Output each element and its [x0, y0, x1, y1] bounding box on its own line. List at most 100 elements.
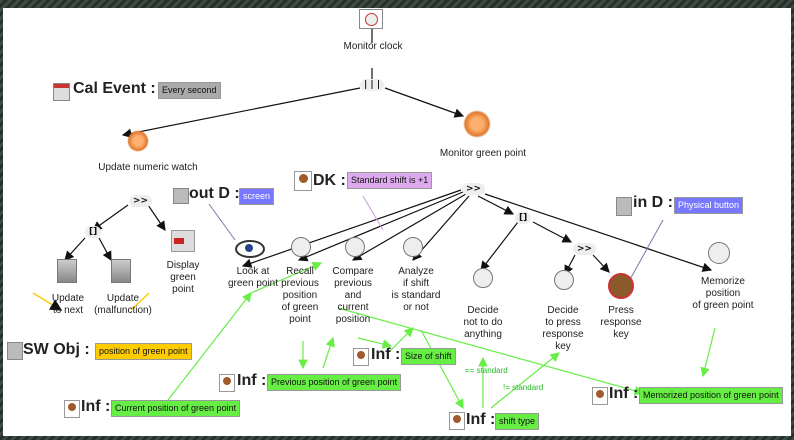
- flow-current-look: [167, 292, 252, 401]
- computer-tower-icon: [7, 342, 23, 360]
- node-memorize-position: Memorize position of green point: [692, 276, 754, 311]
- node-compare-previous: Compare previous and current position: [332, 266, 374, 325]
- calendar-icon: [53, 83, 70, 101]
- inf-shift-type-value: shift type: [495, 413, 540, 430]
- flow-analyze-type: [420, 329, 464, 410]
- node-recall-previous: Recall previous position of green point: [281, 266, 319, 325]
- out-d-value: screen: [239, 188, 275, 205]
- thought-bubble-icon: [345, 237, 365, 257]
- cal-event-label: Cal Event :: [73, 80, 156, 97]
- monitor-splash-icon: [463, 110, 491, 138]
- user-icon: [294, 171, 312, 191]
- inf-memorized-value: Memorized position of green point: [639, 387, 783, 404]
- computer-tower-icon: [57, 259, 77, 283]
- sw-obj-value: position of green point: [95, 343, 192, 360]
- node-decide-not: Decide not to do anything: [463, 305, 503, 340]
- link-sw-malf: [130, 292, 150, 311]
- link-dk-analyze: [362, 195, 384, 231]
- inf-previous-value: Previous position of green point: [267, 374, 402, 391]
- task-model-canvas: Monitor clock | | | Cal Event : Every se…: [3, 8, 791, 436]
- node-monitor-green-point: Monitor green point: [439, 148, 527, 159]
- node-monitor-clock: Monitor clock: [343, 41, 403, 52]
- clock-icon: [359, 9, 383, 29]
- info-flows: [167, 261, 716, 410]
- in-d-value: Physical button: [674, 197, 744, 214]
- edge-seq-compare: [351, 193, 467, 261]
- edge-seq-display: [147, 204, 166, 231]
- link-sw-next: [32, 292, 63, 311]
- edge-seq2-press: [592, 254, 610, 273]
- eye-icon: [235, 240, 265, 258]
- condition-standard: != standard: [503, 383, 544, 392]
- inf-memorized-label: Inf :: [609, 385, 639, 402]
- thought-bubble-icon: [554, 270, 574, 290]
- edge-alt2-seq2: [532, 221, 573, 243]
- edge-seq-alt2: [477, 195, 515, 215]
- flow-memorized-compare: [337, 307, 645, 396]
- thought-bubble-icon: [473, 268, 493, 288]
- node-display-green-point: Display green point: [166, 260, 200, 295]
- cal-event-value: Every second: [158, 82, 221, 99]
- edge-alt-next: [64, 237, 86, 261]
- edge-seq-memorize: [484, 193, 713, 272]
- flow-type-decidepress: [490, 352, 560, 409]
- dk-label: DK :: [313, 172, 346, 189]
- node-update-numeric-watch: Update numeric watch: [98, 162, 198, 173]
- inf-previous-label: Inf :: [237, 372, 267, 389]
- user-icon: [64, 400, 80, 418]
- seq-operator-inner: >>: [573, 243, 597, 255]
- node-decide-press: Decide to press response key: [542, 305, 584, 352]
- edge-seq-alt: [92, 204, 129, 231]
- device-links: [208, 195, 664, 284]
- user-icon: [353, 348, 369, 366]
- edge-op-update: [121, 87, 361, 139]
- edge-op-monitor: [384, 87, 465, 118]
- node-analyze-shift: Analyze if shift is standard or not: [391, 266, 441, 313]
- inf-shift-type-label: Inf :: [466, 411, 496, 428]
- alt-operator-right: []: [515, 212, 532, 224]
- out-d-label: out D :: [189, 185, 240, 202]
- gear-splash-icon: [127, 130, 149, 152]
- flow-look-compare: [250, 261, 323, 294]
- computer-tower-icon: [616, 197, 632, 216]
- user-icon: [449, 412, 465, 430]
- node-press-response: Press response key: [600, 305, 642, 340]
- inf-current-label: Inf :: [81, 398, 111, 415]
- link-outd-eye: [208, 203, 236, 241]
- flow-prev-compare: [322, 336, 335, 369]
- display-icon: [173, 188, 189, 204]
- parallel-operator: | | |: [360, 79, 385, 91]
- computer-tower-icon: [111, 259, 131, 283]
- inf-size-label: Inf :: [371, 346, 401, 363]
- user-icon: [592, 387, 608, 405]
- in-d-label: in D :: [633, 194, 673, 211]
- edge-alt2-decidenot: [480, 221, 519, 271]
- node-update-to-next: Update to next: [51, 293, 85, 316]
- edge-alt-malf: [98, 237, 112, 262]
- hand-button-icon: [608, 273, 634, 299]
- inf-current-value: Current position of green point: [111, 400, 241, 417]
- condition-not-standard: == standard: [465, 366, 508, 375]
- alt-operator-left: []: [85, 226, 102, 238]
- connector-layer: [32, 23, 716, 410]
- flow-size-analyze: [387, 327, 414, 354]
- flow-compare-size: [357, 337, 393, 349]
- display-icon: [171, 230, 195, 252]
- yellow-links: [32, 292, 150, 311]
- sw-obj-label: SW Obj :: [23, 341, 90, 358]
- link-ind-press: [627, 219, 664, 284]
- tree-edges: [64, 23, 713, 276]
- dk-value: Standard shift is +1: [347, 172, 433, 189]
- seq-operator-right: >>: [462, 183, 486, 195]
- seq-operator-left: >>: [129, 195, 153, 207]
- thought-bubble-icon: [708, 242, 730, 264]
- node-look-at-green-point: Look at green point: [227, 266, 279, 289]
- thought-bubble-icon: [291, 237, 311, 257]
- edge-seq-look: [241, 189, 462, 268]
- thought-bubble-icon: [403, 237, 423, 257]
- inf-size-value: Size of shift: [401, 348, 456, 365]
- flow-memorize-inf: [700, 327, 716, 378]
- node-update-malfunction: Update (malfunction): [94, 293, 152, 316]
- user-icon: [219, 374, 235, 392]
